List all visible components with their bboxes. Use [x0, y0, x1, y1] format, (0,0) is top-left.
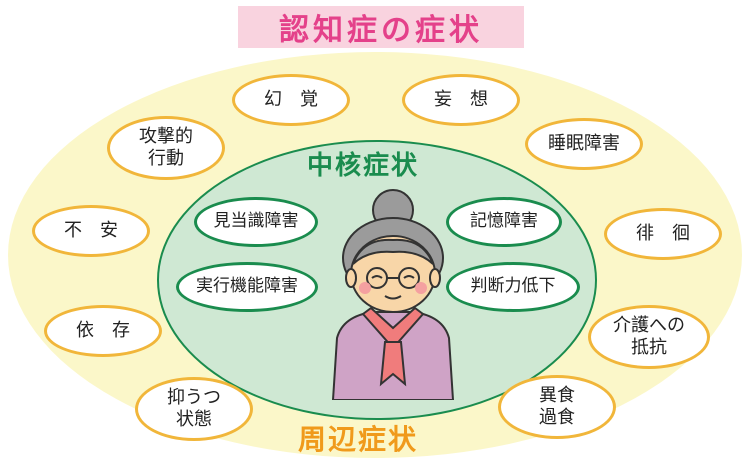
elderly-woman-illustration	[331, 189, 455, 400]
core-impaired-judgment: 判断力低下	[446, 262, 580, 312]
symptom-label: 判断力低下	[470, 276, 556, 297]
symptom-aggressive-behavior: 攻撃的 行動	[107, 116, 225, 180]
symptom-hallucination: 幻 覚	[232, 74, 350, 126]
title-banner: 認知症の症状	[238, 6, 524, 48]
core-symptoms-label: 中核症状	[307, 151, 420, 181]
symptom-label: 実行機能障害	[196, 276, 298, 297]
symptom-label: 攻撃的 行動	[139, 125, 193, 170]
symptom-label: 介護への 抵抗	[613, 314, 685, 359]
symptom-label: 睡眠障害	[548, 132, 620, 154]
symptom-anxiety: 不 安	[32, 205, 150, 257]
peripheral-symptoms-label: 周辺症状	[298, 423, 419, 456]
symptom-abnormal-eating: 異食 過食	[498, 375, 616, 439]
symptom-label: 不 安	[64, 219, 118, 241]
core-memory-impairment: 記憶障害	[446, 197, 562, 247]
core-executive-dysfunction: 実行機能障害	[176, 262, 318, 312]
symptom-label: 徘 徊	[636, 222, 690, 244]
symptom-label: 抑うつ 状態	[167, 386, 221, 431]
symptom-label: 見当識障害	[213, 211, 299, 232]
symptom-label: 幻 覚	[264, 88, 318, 110]
symptom-dependence: 依 存	[44, 305, 162, 357]
symptom-delusion: 妄 想	[402, 74, 520, 126]
symptom-resistance-to-care: 介護への 抵抗	[588, 305, 710, 369]
symptom-depression: 抑うつ 状態	[135, 377, 253, 441]
diagram-title: 認知症の症状	[279, 13, 483, 48]
symptom-label: 依 存	[76, 319, 130, 341]
symptom-wandering: 徘 徊	[604, 208, 722, 260]
symptom-sleep-disorder: 睡眠障害	[525, 118, 643, 170]
symptom-label: 記憶障害	[470, 211, 538, 232]
core-disorientation: 見当識障害	[194, 197, 318, 247]
symptom-label: 妄 想	[434, 88, 488, 110]
symptom-label: 異食 過食	[539, 384, 575, 429]
